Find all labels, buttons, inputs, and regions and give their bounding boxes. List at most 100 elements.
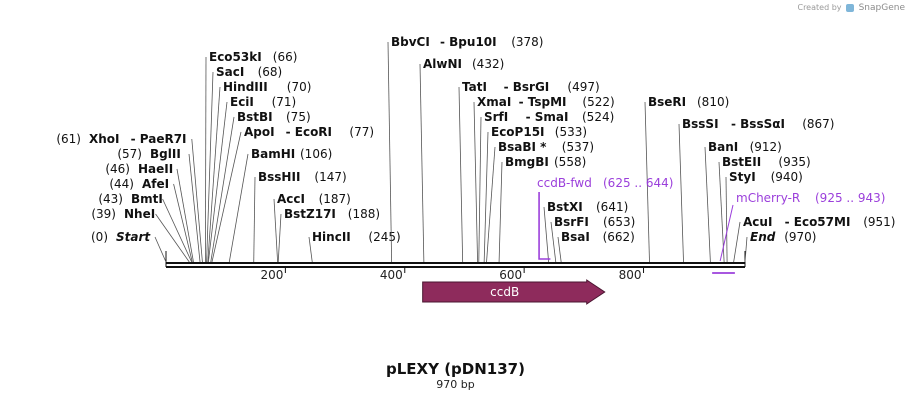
site-position: (912) xyxy=(750,140,782,154)
site-position: (61) xyxy=(56,132,81,146)
site-leader-line xyxy=(419,63,425,263)
site-position: (106) xyxy=(300,147,332,161)
site-leader-line xyxy=(154,236,167,263)
site-leader-line xyxy=(308,236,313,263)
site-leader-line xyxy=(162,198,193,263)
primer-name: mCherry-R xyxy=(736,191,800,205)
site-leader-line xyxy=(387,41,393,263)
site-name: HindIII xyxy=(223,80,268,94)
site-leader-line xyxy=(678,123,684,263)
primer-range: (925 .. 943) xyxy=(815,191,885,205)
site-position: (533) xyxy=(555,125,587,139)
site-leader-line xyxy=(191,138,203,263)
site-name: AcuI xyxy=(743,215,772,229)
site-leader-line xyxy=(173,183,193,263)
site-name: AlwNI xyxy=(423,57,462,71)
site-leader-line xyxy=(210,116,235,263)
site-leader-line xyxy=(458,86,464,263)
site-name: HincII xyxy=(312,230,351,244)
site-leader-line xyxy=(557,236,562,263)
site-name: ApoI xyxy=(244,125,275,139)
site-name: BssSI xyxy=(682,117,719,131)
ruler-tick-label: 800 xyxy=(619,268,642,282)
site-position: (44) xyxy=(109,177,134,191)
site-name: Start xyxy=(116,230,151,244)
site-leader-line xyxy=(550,221,557,263)
site-leader-line xyxy=(478,116,482,263)
site-name: BbvCI xyxy=(391,35,430,49)
site-leader-line xyxy=(483,131,489,263)
site-name: TatI xyxy=(462,80,487,94)
site-name: AccI xyxy=(277,192,305,206)
primer-range: (625 .. 644) xyxy=(603,176,673,190)
site-position: (935) xyxy=(778,155,810,169)
ruler-tick-label: 400 xyxy=(380,268,403,282)
site-name: BmgBI xyxy=(505,155,549,169)
site-name: BsaBI * xyxy=(498,140,547,154)
site-leader-line xyxy=(207,86,221,263)
site-leader-line xyxy=(176,168,194,263)
site-position: (810) xyxy=(697,95,729,109)
site-position: (66) xyxy=(273,50,298,64)
site-name-secondary: - SmaI xyxy=(526,110,569,124)
site-position: (537) xyxy=(562,140,594,154)
ruler-tick-label: 200 xyxy=(260,268,283,282)
site-name: BanI xyxy=(708,140,738,154)
site-leader-line xyxy=(204,56,207,263)
site-name-secondary: - Eco57MI xyxy=(785,215,851,229)
site-position: (188) xyxy=(348,207,380,221)
site-position: (662) xyxy=(603,230,635,244)
credit-brand: SnapGene xyxy=(858,3,905,13)
site-leader-line xyxy=(207,101,228,263)
site-name: EcoP15I xyxy=(491,125,545,139)
primer-name: ccdB-fwd xyxy=(537,176,592,190)
site-position: (43) xyxy=(98,192,123,206)
site-leader-line xyxy=(473,101,478,263)
site-leader-line xyxy=(543,206,550,263)
site-position: (75) xyxy=(286,110,311,124)
site-name: EciI xyxy=(230,95,254,109)
site-name: BglII xyxy=(150,147,181,161)
site-position: (558) xyxy=(554,155,586,169)
site-name-secondary: - BsrGI xyxy=(504,80,550,94)
site-leader-line xyxy=(733,221,741,263)
site-name-secondary: - TspMI xyxy=(519,95,567,109)
site-name: BmtI xyxy=(131,192,163,206)
site-name: BsaI xyxy=(561,230,590,244)
site-name: SrfI xyxy=(484,110,508,124)
site-name: Eco53kI xyxy=(209,50,262,64)
plasmid-length: 970 bp xyxy=(436,378,475,391)
feature-ccdB-label: ccdB xyxy=(490,285,519,299)
site-name: BstXI xyxy=(547,200,583,214)
credit-prefix: Created by xyxy=(797,3,842,12)
snapgene-logo-icon xyxy=(846,3,855,12)
site-position: (68) xyxy=(258,65,283,79)
site-name: NheI xyxy=(124,207,155,221)
site-name-secondary: - BssSαI xyxy=(731,117,785,131)
site-leader-line xyxy=(644,101,650,263)
primer-mCherry-R-leader xyxy=(719,204,734,262)
site-leader-line xyxy=(206,71,214,263)
site-name-secondary: - Bpu10I xyxy=(440,35,497,49)
site-position: (39) xyxy=(91,207,116,221)
plasmid-name: pLEXY (pDN137) xyxy=(386,360,525,378)
site-position: (46) xyxy=(105,162,130,176)
site-name-secondary: - EcoRI xyxy=(286,125,332,139)
site-leader-line xyxy=(228,153,249,263)
ruler-tick-label: 600 xyxy=(499,268,522,282)
site-position: (70) xyxy=(287,80,312,94)
feature-ccdB-arrow xyxy=(422,279,606,305)
site-name-secondary: - PaeR7I xyxy=(131,132,187,146)
site-name: SacI xyxy=(216,65,244,79)
site-leader-line xyxy=(704,146,711,263)
site-name: BseRI xyxy=(648,95,686,109)
site-name: AfeI xyxy=(142,177,169,191)
site-leader-line xyxy=(277,213,282,263)
primer-ccdB-fwd-bind xyxy=(538,192,551,260)
site-position: (77) xyxy=(349,125,374,139)
site-position: (522) xyxy=(582,95,614,109)
site-leader-line xyxy=(273,198,279,263)
site-name: BssHII xyxy=(258,170,300,184)
site-name: BamHI xyxy=(251,147,295,161)
